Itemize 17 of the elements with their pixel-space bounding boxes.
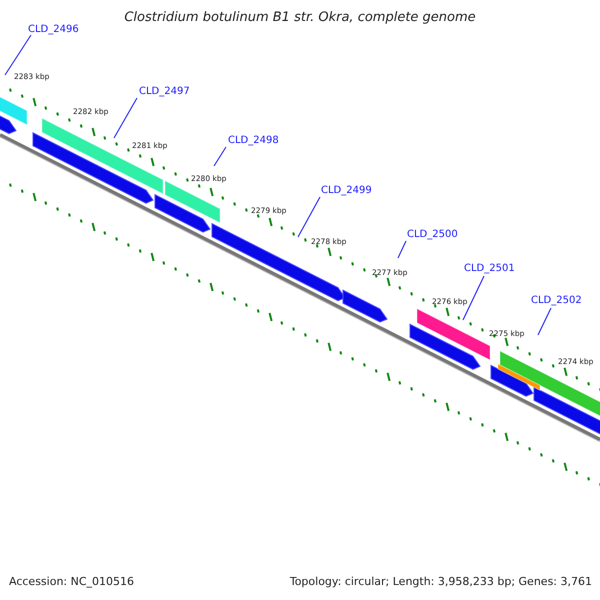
- leader-line: [538, 308, 552, 336]
- leader-line: [4, 34, 32, 76]
- gene-label: CLD_2498: [228, 134, 279, 148]
- accession-text: Accession: NC_010516: [9, 574, 134, 590]
- gene-label: CLD_2496: [28, 23, 79, 37]
- gene-label: CLD_2502: [531, 294, 582, 308]
- map-title: Clostridium botulinum B1 str. Okra, complete genome: [123, 9, 477, 27]
- leader-line: [114, 98, 138, 138]
- leader-line: [462, 276, 484, 320]
- genome-stats-text: Topology: circular; Length: 3,958,233 bp; Genes: 3,761: [290, 574, 592, 590]
- leader-line: [298, 196, 320, 238]
- gene-label: CLD_2499: [321, 184, 372, 198]
- gene-label: CLD_2501: [464, 262, 515, 276]
- gene-label: CLD_2497: [139, 85, 190, 99]
- leader-line: [214, 146, 226, 166]
- gene-label: CLD_2500: [407, 228, 458, 242]
- leader-line: [398, 240, 406, 258]
